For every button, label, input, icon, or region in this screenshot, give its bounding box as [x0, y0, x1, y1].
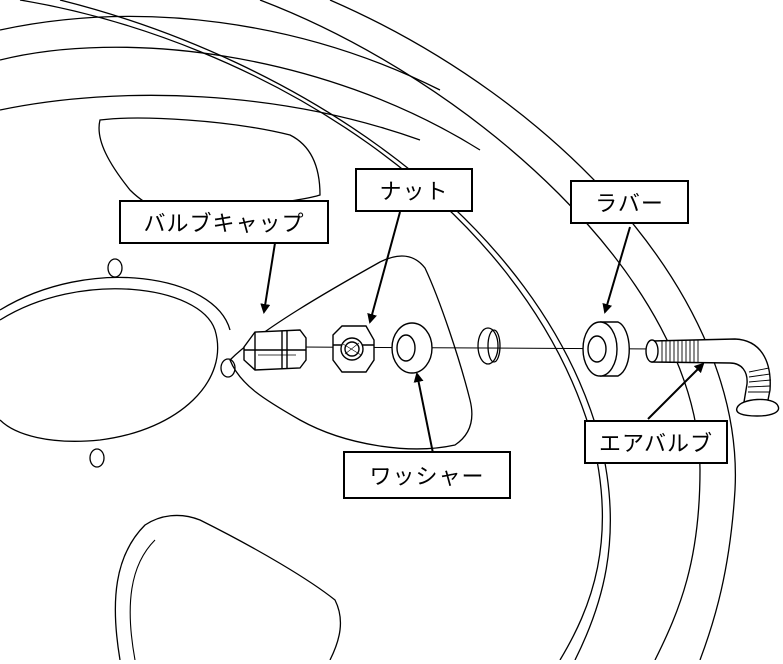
washer-label: ワッシャー	[343, 451, 511, 499]
washer-part	[391, 322, 433, 374]
arrow-valve-cap	[260, 242, 276, 314]
air-valve-part	[645, 338, 780, 417]
lower-spoke-window-inner	[129, 539, 156, 661]
center-hub	[0, 276, 231, 442]
arrow-air-valve	[647, 362, 705, 420]
air-valve-label: エアバルブ	[584, 420, 728, 464]
bolt-holes	[89, 258, 236, 468]
nut-label: ナット	[355, 168, 473, 212]
wheel-rim	[0, 0, 736, 661]
valve-cap-label: バルブキャップ	[119, 200, 329, 244]
arrow-rubber	[602, 226, 631, 314]
nut-part	[332, 325, 375, 373]
rubber-label: ラバー	[570, 180, 689, 224]
triangular-spoke-window	[229, 255, 473, 450]
rim-valve-hole	[477, 327, 501, 365]
arrow-nut	[367, 211, 401, 324]
leader-arrows	[260, 211, 705, 479]
rubber-part	[582, 321, 630, 377]
lower-spoke-window	[114, 514, 342, 661]
valve-cap-part	[243, 329, 307, 371]
